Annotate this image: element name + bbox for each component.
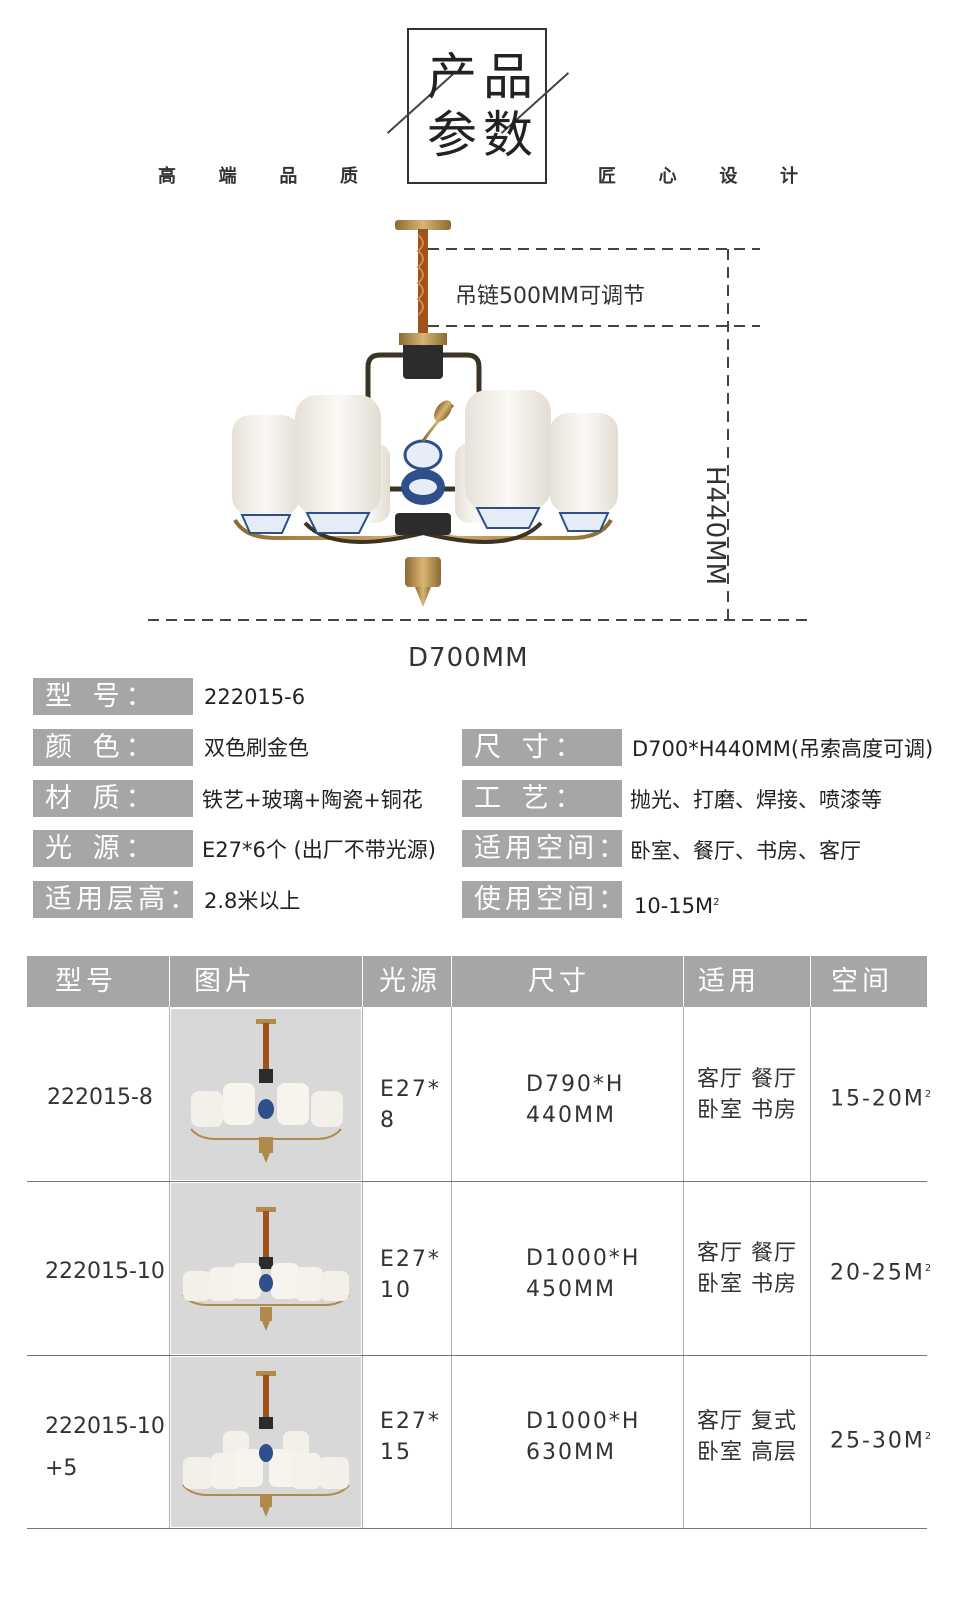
product-thumbnail-image [182, 1371, 350, 1517]
table-cell-space-sup: 2 [924, 1089, 934, 1100]
title-frame [407, 28, 547, 184]
spec-size-label: 尺 寸： [462, 729, 622, 766]
table-column-divider [362, 1007, 363, 1529]
table-cell-space: 15-20M2 [830, 1079, 933, 1114]
table-column-divider [810, 1007, 811, 1529]
table-header-size: 尺寸 [452, 956, 683, 1007]
diameter-label: D700MM [408, 643, 529, 673]
spec-color-label: 颜 色： [33, 729, 193, 766]
table-cell-model: 222015-10 [45, 1259, 165, 1284]
table-cell-space-sup: 2 [924, 1263, 934, 1274]
spec-craft-label: 工 艺： [462, 780, 622, 817]
table-cell-size: D1000*H 630MM [526, 1409, 641, 1465]
table-cell-space-sup: 2 [924, 1431, 934, 1442]
table-cell-model: 222015-8 [47, 1085, 153, 1110]
title-char-4: 数 [483, 106, 533, 164]
table-cell-space-text: 25-30M [830, 1428, 925, 1454]
table-column-divider [451, 1007, 452, 1529]
table-cell-size: D1000*H 450MM [526, 1246, 641, 1302]
table-row-divider [27, 1181, 927, 1182]
table-cell-space-text: 20-25M [830, 1260, 925, 1286]
product-thumbnail [171, 1357, 361, 1527]
spec-space-label: 适用空间： [462, 830, 622, 867]
title-char-3: 参 [427, 106, 477, 164]
tagline-left-char: 端 [218, 166, 237, 187]
dimension-lines [148, 248, 808, 621]
spec-area-value: 10-15M2 [634, 884, 720, 921]
table-cell-light: E27* 8 [380, 1077, 441, 1133]
spec-material-value: 铁艺+玻璃+陶瓷+铜花 [202, 788, 423, 812]
spec-space-value: 卧室、餐厅、书房、客厅 [630, 839, 861, 863]
title-char-2: 品 [483, 48, 533, 106]
spec-model-value: 222015-6 [204, 685, 306, 709]
table-cell-use: 客厅 餐厅 卧室 书房 [697, 1241, 797, 1297]
tagline-left-char: 高 [158, 166, 176, 187]
spec-light-value: E27*6个 (出厂不带光源) [202, 838, 436, 862]
chandelier-image [232, 220, 618, 607]
table-row-divider [27, 1355, 927, 1356]
table-cell-space-text: 15-20M [830, 1086, 925, 1112]
tagline-left-char: 品 [279, 166, 298, 187]
chain-length-label: 吊链500MM可调节 [455, 284, 645, 309]
table-cell-size: D790*H 440MM [526, 1072, 625, 1128]
table-header-light: 光源 [363, 956, 451, 1007]
spec-color-value: 双色刷金色 [204, 736, 309, 760]
table-cell-use: 客厅 餐厅 卧室 书房 [697, 1067, 797, 1123]
tagline-right-char: 匠 [598, 166, 616, 187]
table-header-use: 适用 [684, 956, 810, 1007]
tagline-right: 匠 心 设 计 [598, 162, 798, 188]
spec-light-label: 光 源： [33, 830, 193, 867]
table-cell-space: 20-25M2 [830, 1253, 933, 1288]
table-cell-space: 25-30M2 [830, 1421, 933, 1456]
spec-size-value: D700*H440MM(吊索高度可调) [632, 737, 934, 761]
tagline-left-char: 质 [339, 166, 358, 187]
table-column-divider [683, 1007, 684, 1529]
tagline-right-char: 心 [658, 166, 677, 187]
spec-floor-value: 2.8米以上 [204, 889, 301, 913]
product-thumbnail-image [190, 1019, 343, 1163]
product-thumbnail-image [182, 1207, 350, 1331]
spec-area-sup: 2 [713, 897, 720, 908]
table-header-image: 图片 [170, 956, 362, 1007]
height-label: H440MM [700, 466, 730, 587]
spec-material-label: 材 质： [33, 780, 193, 817]
spec-model-label: 型 号： [33, 678, 193, 715]
table-header-model: 型号 [27, 956, 169, 1007]
product-thumbnail [171, 1009, 361, 1180]
spec-craft-value: 抛光、打磨、焊接、喷漆等 [630, 788, 882, 812]
spec-floor-label: 适用层高： [33, 881, 193, 918]
spec-area-label: 使用空间： [462, 881, 622, 918]
table-cell-use: 客厅 复式 卧室 高层 [697, 1409, 797, 1465]
table-cell-light: E27* 15 [380, 1409, 441, 1465]
table-cell-model: 222015-10 +5 [45, 1414, 165, 1481]
tagline-right-char: 设 [719, 166, 738, 187]
spec-area-text: 10-15M [634, 894, 714, 918]
table-header-space: 空间 [811, 956, 927, 1007]
table-column-divider [169, 1007, 170, 1529]
product-thumbnail [171, 1183, 361, 1354]
table-row-divider [27, 1528, 927, 1529]
tagline-left: 高 端 品 质 [158, 162, 358, 188]
title-char-1: 产 [427, 48, 477, 106]
tagline-right-char: 计 [779, 166, 798, 187]
table-cell-light: E27* 10 [380, 1247, 441, 1303]
